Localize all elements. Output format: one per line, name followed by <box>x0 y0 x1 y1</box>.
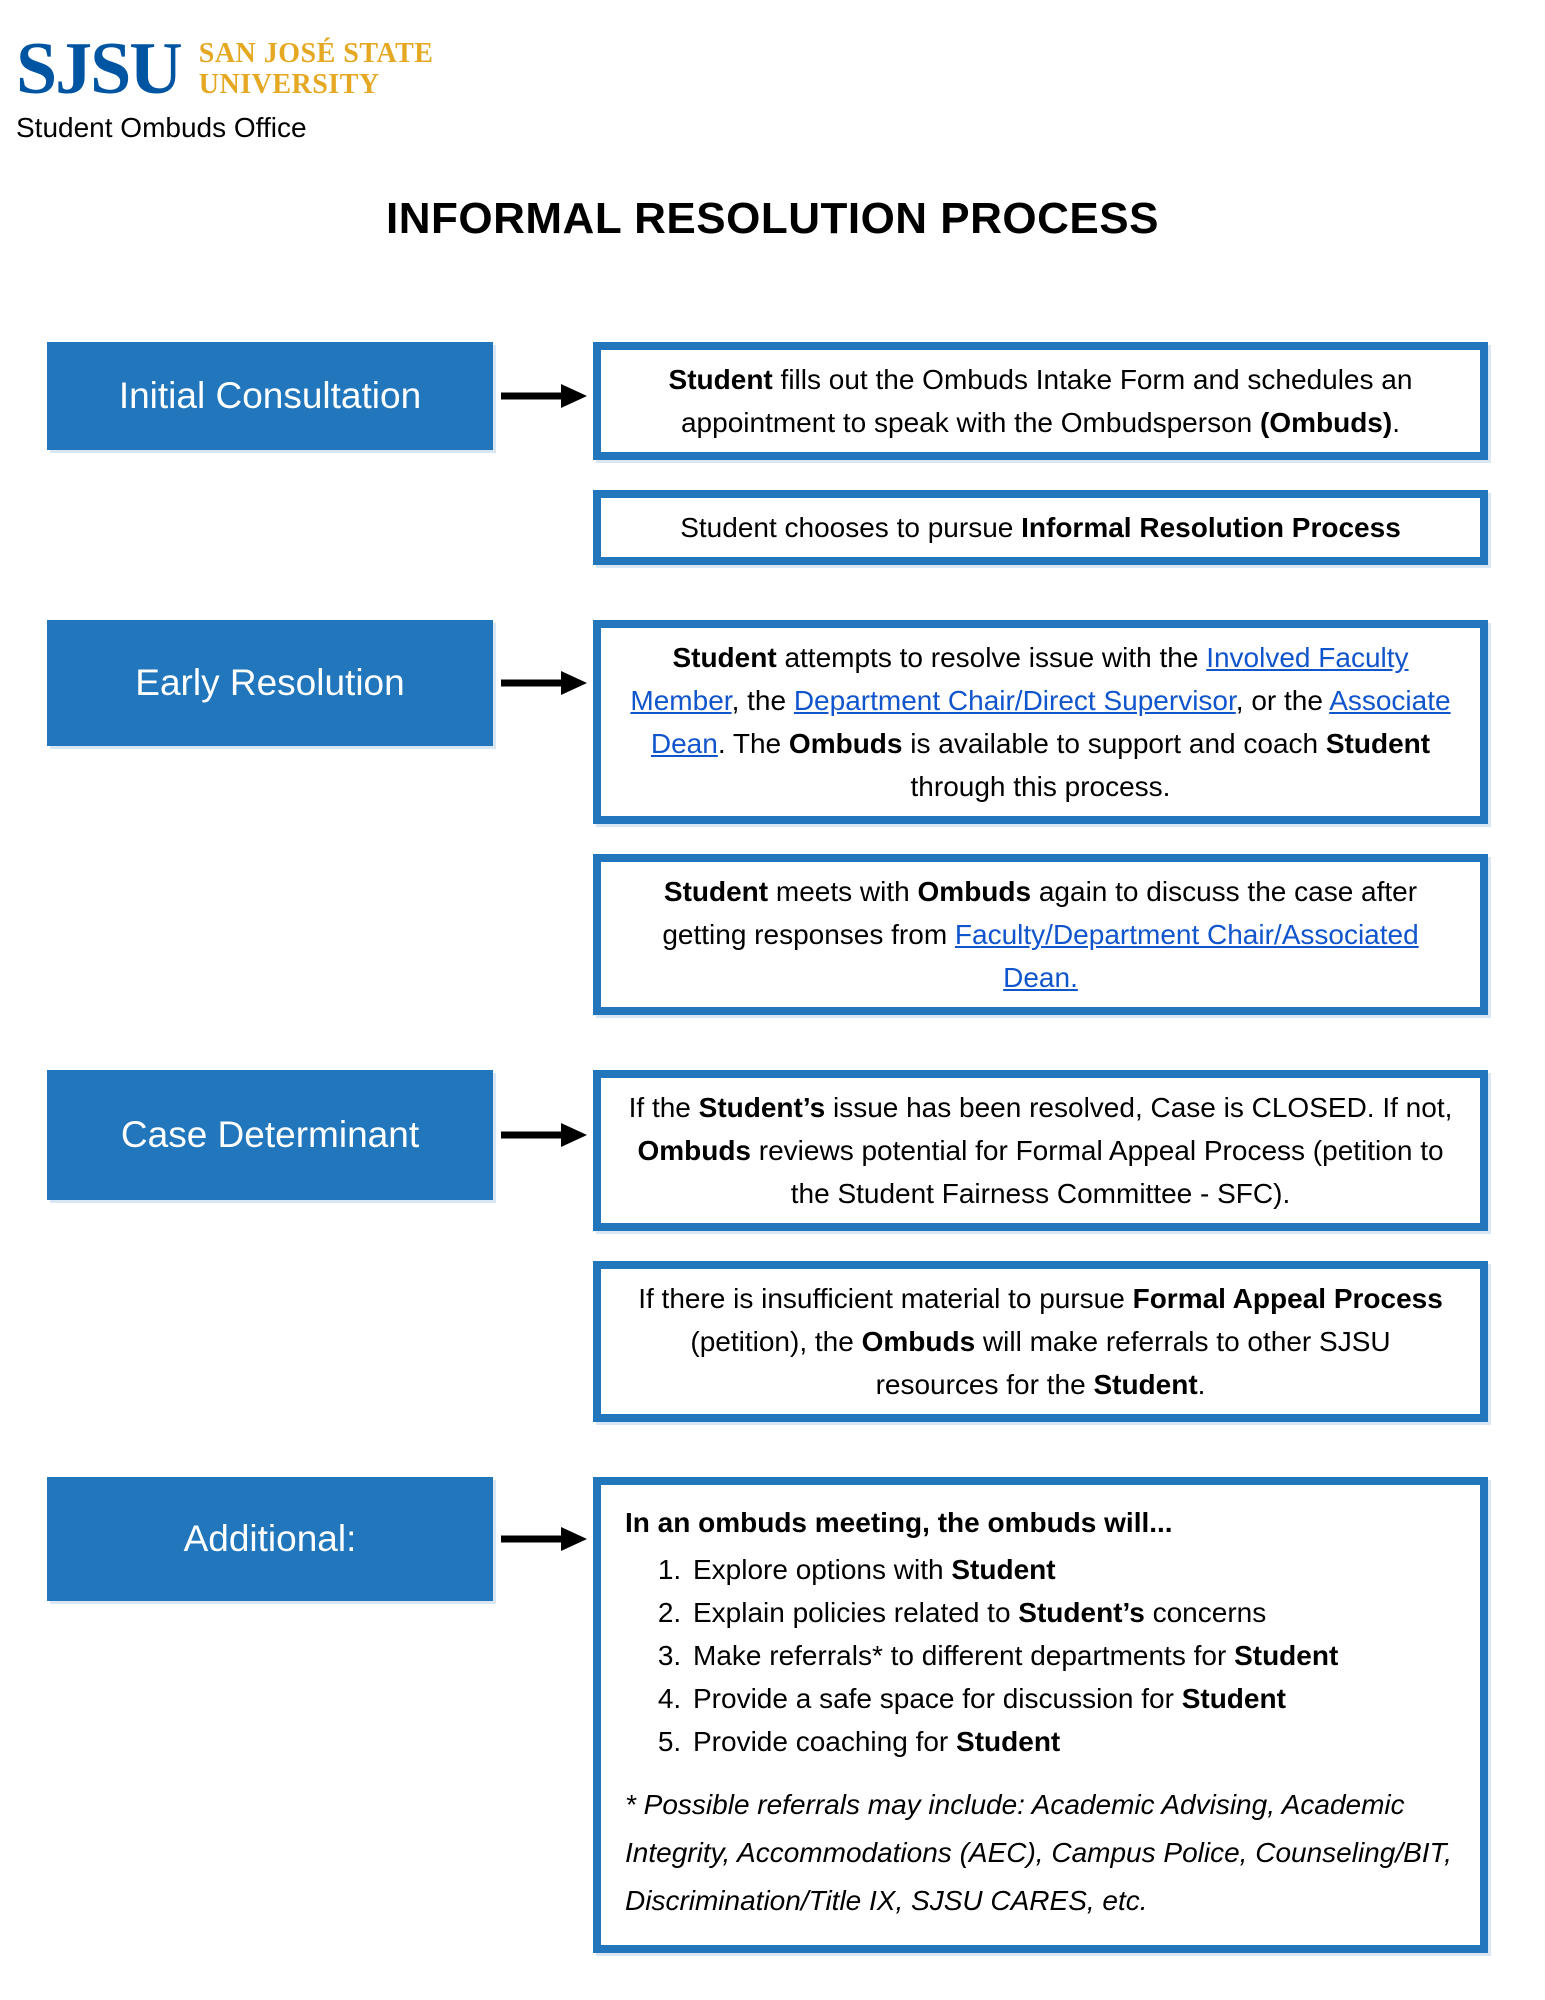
text-segment: will make referrals to other SJSU resour… <box>875 1326 1391 1400</box>
additional-heading: In an ombuds meeting, the ombuds will... <box>625 1501 1456 1544</box>
hyperlink[interactable]: Department Chair/Direct Supervisor <box>793 685 1236 716</box>
ombuds-actions-list: Explore options with StudentExplain poli… <box>625 1548 1456 1763</box>
stage-content-case-determinant: If the Student’s issue has been resolved… <box>593 1070 1488 1422</box>
text-segment: Student’s <box>1018 1597 1145 1628</box>
stage-label-wrap: Case Determinant <box>47 1070 493 1200</box>
text-segment: issue has been resolved, Case is CLOSED.… <box>825 1092 1453 1123</box>
list-item: Provide a safe space for discussion for … <box>689 1677 1456 1720</box>
text-segment: (Ombuds) <box>1260 407 1393 438</box>
text-segment: Student <box>1093 1369 1198 1400</box>
stage-content-initial-consultation: Student fills out the Ombuds Intake Form… <box>593 342 1488 565</box>
text-segment: (petition), the <box>690 1326 862 1357</box>
text-segment: . The <box>717 728 789 759</box>
stage-row-early-resolution: Early Resolution Student attempts to res… <box>0 620 1545 1015</box>
text-segment: Student <box>951 1554 1056 1585</box>
text-segment: If the <box>628 1092 699 1123</box>
stage-label-wrap: Initial Consultation <box>47 342 493 450</box>
text-segment: through this process. <box>910 771 1171 802</box>
sjsu-logo: SJSU SAN JOSÉ STATE UNIVERSITY <box>16 28 1545 110</box>
text-segment: Informal Resolution Process <box>1021 512 1401 543</box>
step-box-case-closed-or-appeal: If the Student’s issue has been resolved… <box>593 1070 1488 1231</box>
flowchart: Initial Consultation Student fills out t… <box>0 342 1545 1953</box>
text-segment: Provide a safe space for discussion for <box>693 1683 1182 1714</box>
list-item: Make referrals* to different departments… <box>689 1634 1456 1677</box>
text-segment: concerns <box>1144 1597 1267 1628</box>
list-item: Provide coaching for Student <box>689 1720 1456 1763</box>
text-segment: In an ombuds meeting, the ombuds will... <box>625 1507 1173 1538</box>
text-segment: reviews potential for Formal Appeal Proc… <box>751 1135 1444 1209</box>
text-segment: Student <box>668 364 773 395</box>
text-segment: Student’s <box>698 1092 826 1123</box>
text-segment: Formal Appeal Process <box>1132 1283 1443 1314</box>
text-segment: Ombuds <box>917 876 1032 907</box>
sjsu-logo-line2: UNIVERSITY <box>198 69 380 100</box>
text-segment: attempts to resolve issue with the <box>776 642 1207 673</box>
text-segment: meets with <box>768 876 918 907</box>
list-item: Explore options with Student <box>689 1548 1456 1591</box>
text-segment: Ombuds <box>637 1135 751 1166</box>
text-segment: Student chooses to pursue <box>680 512 1022 543</box>
text-segment: again to discuss the case after getting … <box>662 876 1418 950</box>
office-name: Student Ombuds Office <box>16 112 307 143</box>
text-segment: Ombuds <box>861 1326 976 1357</box>
referrals-footnote: * Possible referrals may include: Academ… <box>625 1781 1456 1925</box>
sjsu-logo-acronym: SJSU <box>16 28 183 110</box>
stage-label-wrap: Early Resolution <box>47 620 493 746</box>
text-segment: Student <box>1181 1683 1286 1714</box>
stage-label-additional: Additional: <box>47 1477 493 1601</box>
text-segment: , or the <box>1235 685 1330 716</box>
stage-row-case-determinant: Case Determinant If the Student’s issue … <box>0 1070 1545 1422</box>
text-segment: . <box>1392 407 1400 438</box>
page-header: SJSU SAN JOSÉ STATE UNIVERSITY Student O… <box>0 0 1545 144</box>
flow-arrow-icon <box>493 1477 593 1601</box>
text-segment: Ombuds <box>788 728 903 759</box>
text-segment: Explore options with <box>693 1554 952 1585</box>
text-segment: , the <box>731 685 794 716</box>
stage-content-additional: In an ombuds meeting, the ombuds will...… <box>593 1477 1488 1953</box>
sjsu-logo-line1: SAN JOSÉ STATE <box>198 38 434 69</box>
text-segment: . <box>1197 1369 1206 1400</box>
text-segment: Make referrals* to different departments… <box>693 1640 1235 1671</box>
additional-list: Explore options with StudentExplain poli… <box>625 1548 1456 1763</box>
text-segment: Student <box>1325 728 1431 759</box>
text-segment: If there is insufficient material to pur… <box>638 1283 1133 1314</box>
stage-label-initial-consultation: Initial Consultation <box>47 342 493 450</box>
stage-label-early-resolution: Early Resolution <box>47 620 493 746</box>
stage-label-case-determinant: Case Determinant <box>47 1070 493 1200</box>
stage-content-early-resolution: Student attempts to resolve issue with t… <box>593 620 1488 1015</box>
hyperlink[interactable]: Associate Dean <box>650 685 1451 759</box>
text-segment: Student <box>1234 1640 1339 1671</box>
text-segment: Student <box>956 1726 1061 1757</box>
text-segment: * Possible referrals may include: Academ… <box>625 1789 1452 1916</box>
text-segment: is available to support and coach <box>902 728 1326 759</box>
hyperlink[interactable]: Faculty/Department Chair/Associated Dean… <box>954 919 1419 993</box>
step-box-resolve-attempt: Student attempts to resolve issue with t… <box>593 620 1488 824</box>
step-box-additional-info: In an ombuds meeting, the ombuds will...… <box>593 1477 1488 1953</box>
flow-arrow-icon <box>493 620 593 746</box>
page-title: INFORMAL RESOLUTION PROCESS <box>386 194 1159 243</box>
text-segment: Student <box>672 642 777 673</box>
sjsu-logo-wordmark: SAN JOSÉ STATE UNIVERSITY <box>199 38 434 100</box>
hyperlink[interactable]: Involved Faculty Member <box>630 642 1409 716</box>
flow-arrow-icon <box>493 342 593 450</box>
step-box-meet-ombuds-again: Student meets with Ombuds again to discu… <box>593 854 1488 1015</box>
list-item: Explain policies related to Student’s co… <box>689 1591 1456 1634</box>
text-segment: Student <box>663 876 769 907</box>
text-segment: Provide coaching for <box>693 1726 957 1757</box>
flow-arrow-icon <box>493 1070 593 1200</box>
text-segment: fills out the Ombuds Intake Form and sch… <box>680 364 1413 438</box>
step-box-intake-form: Student fills out the Ombuds Intake Form… <box>593 342 1488 460</box>
stage-row-additional: Additional: In an ombuds meeting, the om… <box>0 1477 1545 1953</box>
stage-label-wrap: Additional: <box>47 1477 493 1601</box>
text-segment: Explain policies related to <box>693 1597 1019 1628</box>
step-box-insufficient-material: If there is insufficient material to pur… <box>593 1261 1488 1422</box>
stage-row-initial-consultation: Initial Consultation Student fills out t… <box>0 342 1545 565</box>
step-box-choose-informal: Student chooses to pursue Informal Resol… <box>593 490 1488 565</box>
